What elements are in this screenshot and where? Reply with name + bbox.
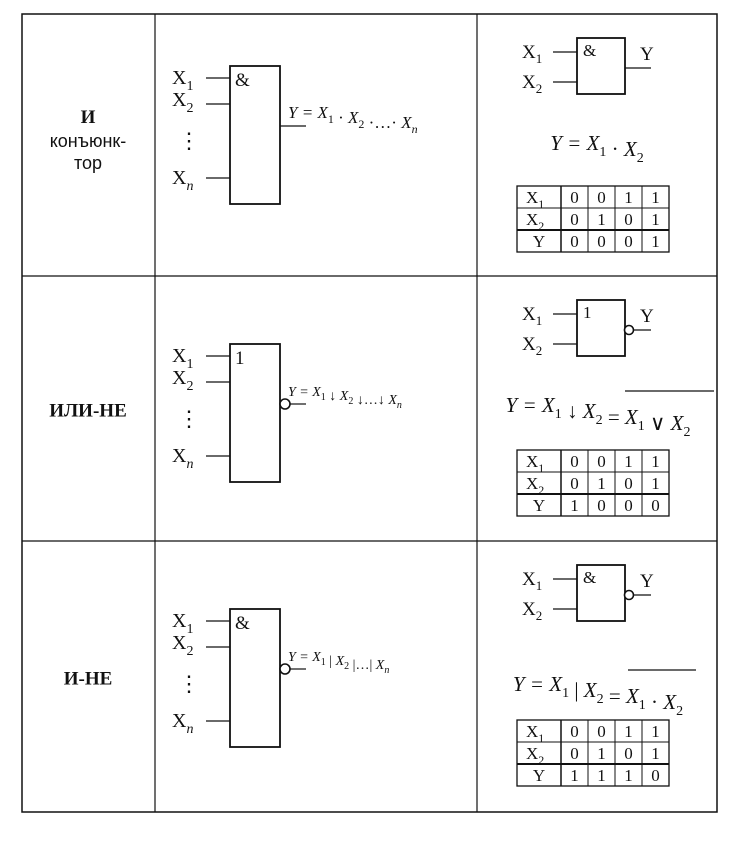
inversion-bubble <box>279 398 291 410</box>
truth-header: Y <box>533 496 545 515</box>
input-label-1: X2 <box>172 632 193 659</box>
two-input-formula: Y = X1 | X2 = X1 · X2 <box>513 672 683 719</box>
gate-name: ИЛИ-НЕ <box>49 401 127 422</box>
input-label-2: Xn <box>172 445 193 472</box>
dots-icon: ⋮ <box>178 128 200 153</box>
gate-symbol: 1 <box>235 348 245 369</box>
gate-box-general <box>229 343 281 483</box>
truth-cell: 1 <box>597 744 606 763</box>
truth-cell: 1 <box>624 452 633 471</box>
truth-cell: 0 <box>570 744 579 763</box>
truth-header: Y <box>533 232 545 251</box>
truth-cell: 0 <box>570 232 579 251</box>
truth-cell: 0 <box>624 744 633 763</box>
truth-cell: 0 <box>597 188 606 207</box>
truth-cell: 1 <box>651 722 660 741</box>
output-label: Y <box>640 44 654 65</box>
input-label-1: X2 <box>172 367 193 394</box>
gate-symbol: & <box>583 568 596 587</box>
truth-cell: 1 <box>651 188 660 207</box>
input-label-2: Xn <box>172 710 193 737</box>
input-label-x2: X2 <box>522 599 542 623</box>
truth-cell: 0 <box>597 452 606 471</box>
truth-cell: 1 <box>651 210 660 229</box>
truth-cell: 0 <box>570 188 579 207</box>
gate-name: И <box>81 107 96 128</box>
table-border <box>21 13 718 813</box>
gate-symbol: 1 <box>583 303 592 322</box>
truth-cell: 1 <box>597 474 606 493</box>
truth-cell: 0 <box>624 496 633 515</box>
input-label-2: Xn <box>172 167 193 194</box>
truth-cell: 0 <box>624 210 633 229</box>
input-label-0: X1 <box>172 67 193 94</box>
gate-box-general <box>229 608 281 748</box>
gate-name-sub: тор <box>74 153 102 173</box>
gate-box-2input <box>576 37 626 95</box>
truth-cell: 0 <box>624 232 633 251</box>
input-label-x1: X1 <box>522 42 542 66</box>
general-formula: Y = X1 · X2 ·…· Xn <box>288 103 418 136</box>
output-label: Y <box>640 571 654 592</box>
truth-cell: 0 <box>651 496 660 515</box>
truth-cell: 1 <box>651 474 660 493</box>
truth-header: X2 <box>526 210 544 233</box>
truth-cell: 0 <box>651 766 660 785</box>
gate-name: И-НЕ <box>64 669 113 690</box>
inversion-bubble <box>279 663 291 675</box>
input-label-x1: X1 <box>522 569 542 593</box>
truth-cell: 1 <box>597 210 606 229</box>
general-formula: Y = X1 | X2 |…| Xn <box>288 650 389 676</box>
truth-cell: 1 <box>624 722 633 741</box>
inversion-bubble <box>623 324 635 336</box>
truth-cell: 0 <box>597 496 606 515</box>
gate-symbol: & <box>235 70 250 91</box>
truth-table <box>516 185 670 253</box>
gate-box-general <box>229 65 281 205</box>
gate-name-sub: конъюнк- <box>50 131 127 151</box>
truth-cell: 1 <box>651 744 660 763</box>
truth-cell: 1 <box>624 766 633 785</box>
truth-header: X2 <box>526 744 544 767</box>
two-input-formula: Y = X1 ↓ X2 = X1 ∨ X2 <box>506 393 691 440</box>
truth-header: X2 <box>526 474 544 497</box>
truth-header: X1 <box>526 188 544 211</box>
input-label-0: X1 <box>172 610 193 637</box>
truth-cell: 1 <box>624 188 633 207</box>
truth-header: X1 <box>526 452 544 475</box>
dots-icon: ⋮ <box>178 406 200 431</box>
input-label-x1: X1 <box>522 304 542 328</box>
truth-header: Y <box>533 766 545 785</box>
truth-cell: 0 <box>597 722 606 741</box>
input-label-1: X2 <box>172 89 193 116</box>
truth-cell: 1 <box>651 452 660 471</box>
truth-cell: 1 <box>570 496 579 515</box>
gate-symbol: & <box>583 41 596 60</box>
truth-cell: 0 <box>570 452 579 471</box>
truth-cell: 0 <box>570 474 579 493</box>
truth-header: X1 <box>526 722 544 745</box>
truth-cell: 0 <box>624 474 633 493</box>
truth-table <box>516 449 670 517</box>
truth-cell: 1 <box>651 232 660 251</box>
dots-icon: ⋮ <box>178 671 200 696</box>
input-label-x2: X2 <box>522 72 542 96</box>
input-label-x2: X2 <box>522 334 542 358</box>
gate-symbol: & <box>235 613 250 634</box>
truth-table <box>516 719 670 787</box>
general-formula: Y = X1 ↓ X2 ↓…↓ Xn <box>288 385 402 411</box>
two-input-formula: Y = X1 · X2 <box>550 131 644 166</box>
input-label-0: X1 <box>172 345 193 372</box>
truth-cell: 0 <box>570 722 579 741</box>
inversion-bubble <box>623 589 635 601</box>
truth-cell: 1 <box>570 766 579 785</box>
truth-cell: 0 <box>597 232 606 251</box>
truth-cell: 1 <box>597 766 606 785</box>
output-label: Y <box>640 306 654 327</box>
truth-cell: 0 <box>570 210 579 229</box>
